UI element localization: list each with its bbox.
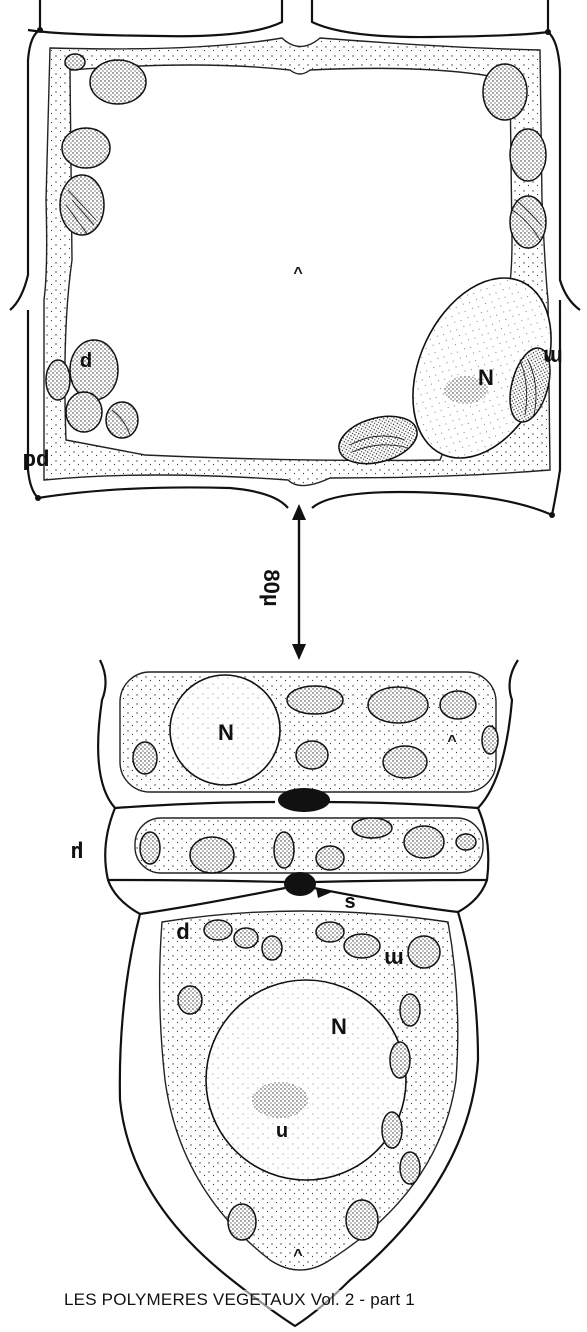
source-caption: LES POLYMERES VEGETAUX Vol. 2 - part 1 xyxy=(64,1290,584,1310)
label-m-bottom: m xyxy=(384,947,404,972)
label-N-mid: N xyxy=(218,720,234,745)
top-left-plastids xyxy=(60,54,146,235)
top-cell-wall-right xyxy=(548,0,580,515)
cell-3-nucleolus xyxy=(252,1082,308,1118)
top-cell-wall-left xyxy=(10,0,40,498)
pit-plug-2 xyxy=(284,872,316,896)
label-m-top: m xyxy=(543,345,563,370)
scale-arrow: 80µ xyxy=(259,504,306,660)
label-v-top: ^ xyxy=(293,265,302,282)
label-p-top: p xyxy=(80,351,92,373)
top-cell-wall-bottom xyxy=(38,487,552,515)
label-n: n xyxy=(276,1121,288,1143)
label-mu: µ xyxy=(71,841,84,866)
filament-cells: N ^ µ s p m N n ^ xyxy=(71,660,518,1326)
top-cell: ^ m N p pd xyxy=(10,0,580,518)
label-p-bottom: p xyxy=(176,922,189,947)
cell-3-nucleus xyxy=(206,980,406,1180)
pit-plug-1 xyxy=(278,788,330,812)
label-v-bottom: ^ xyxy=(293,1247,302,1264)
label-v-mid: ^ xyxy=(447,733,456,750)
scale-label-80: 80µ xyxy=(259,569,284,606)
top-cell-wall-top xyxy=(28,0,548,37)
label-N-bottom: N xyxy=(331,1014,347,1039)
label-s: s xyxy=(344,891,355,913)
label-pd: pd xyxy=(23,449,50,474)
label-N-top: N xyxy=(478,365,494,390)
